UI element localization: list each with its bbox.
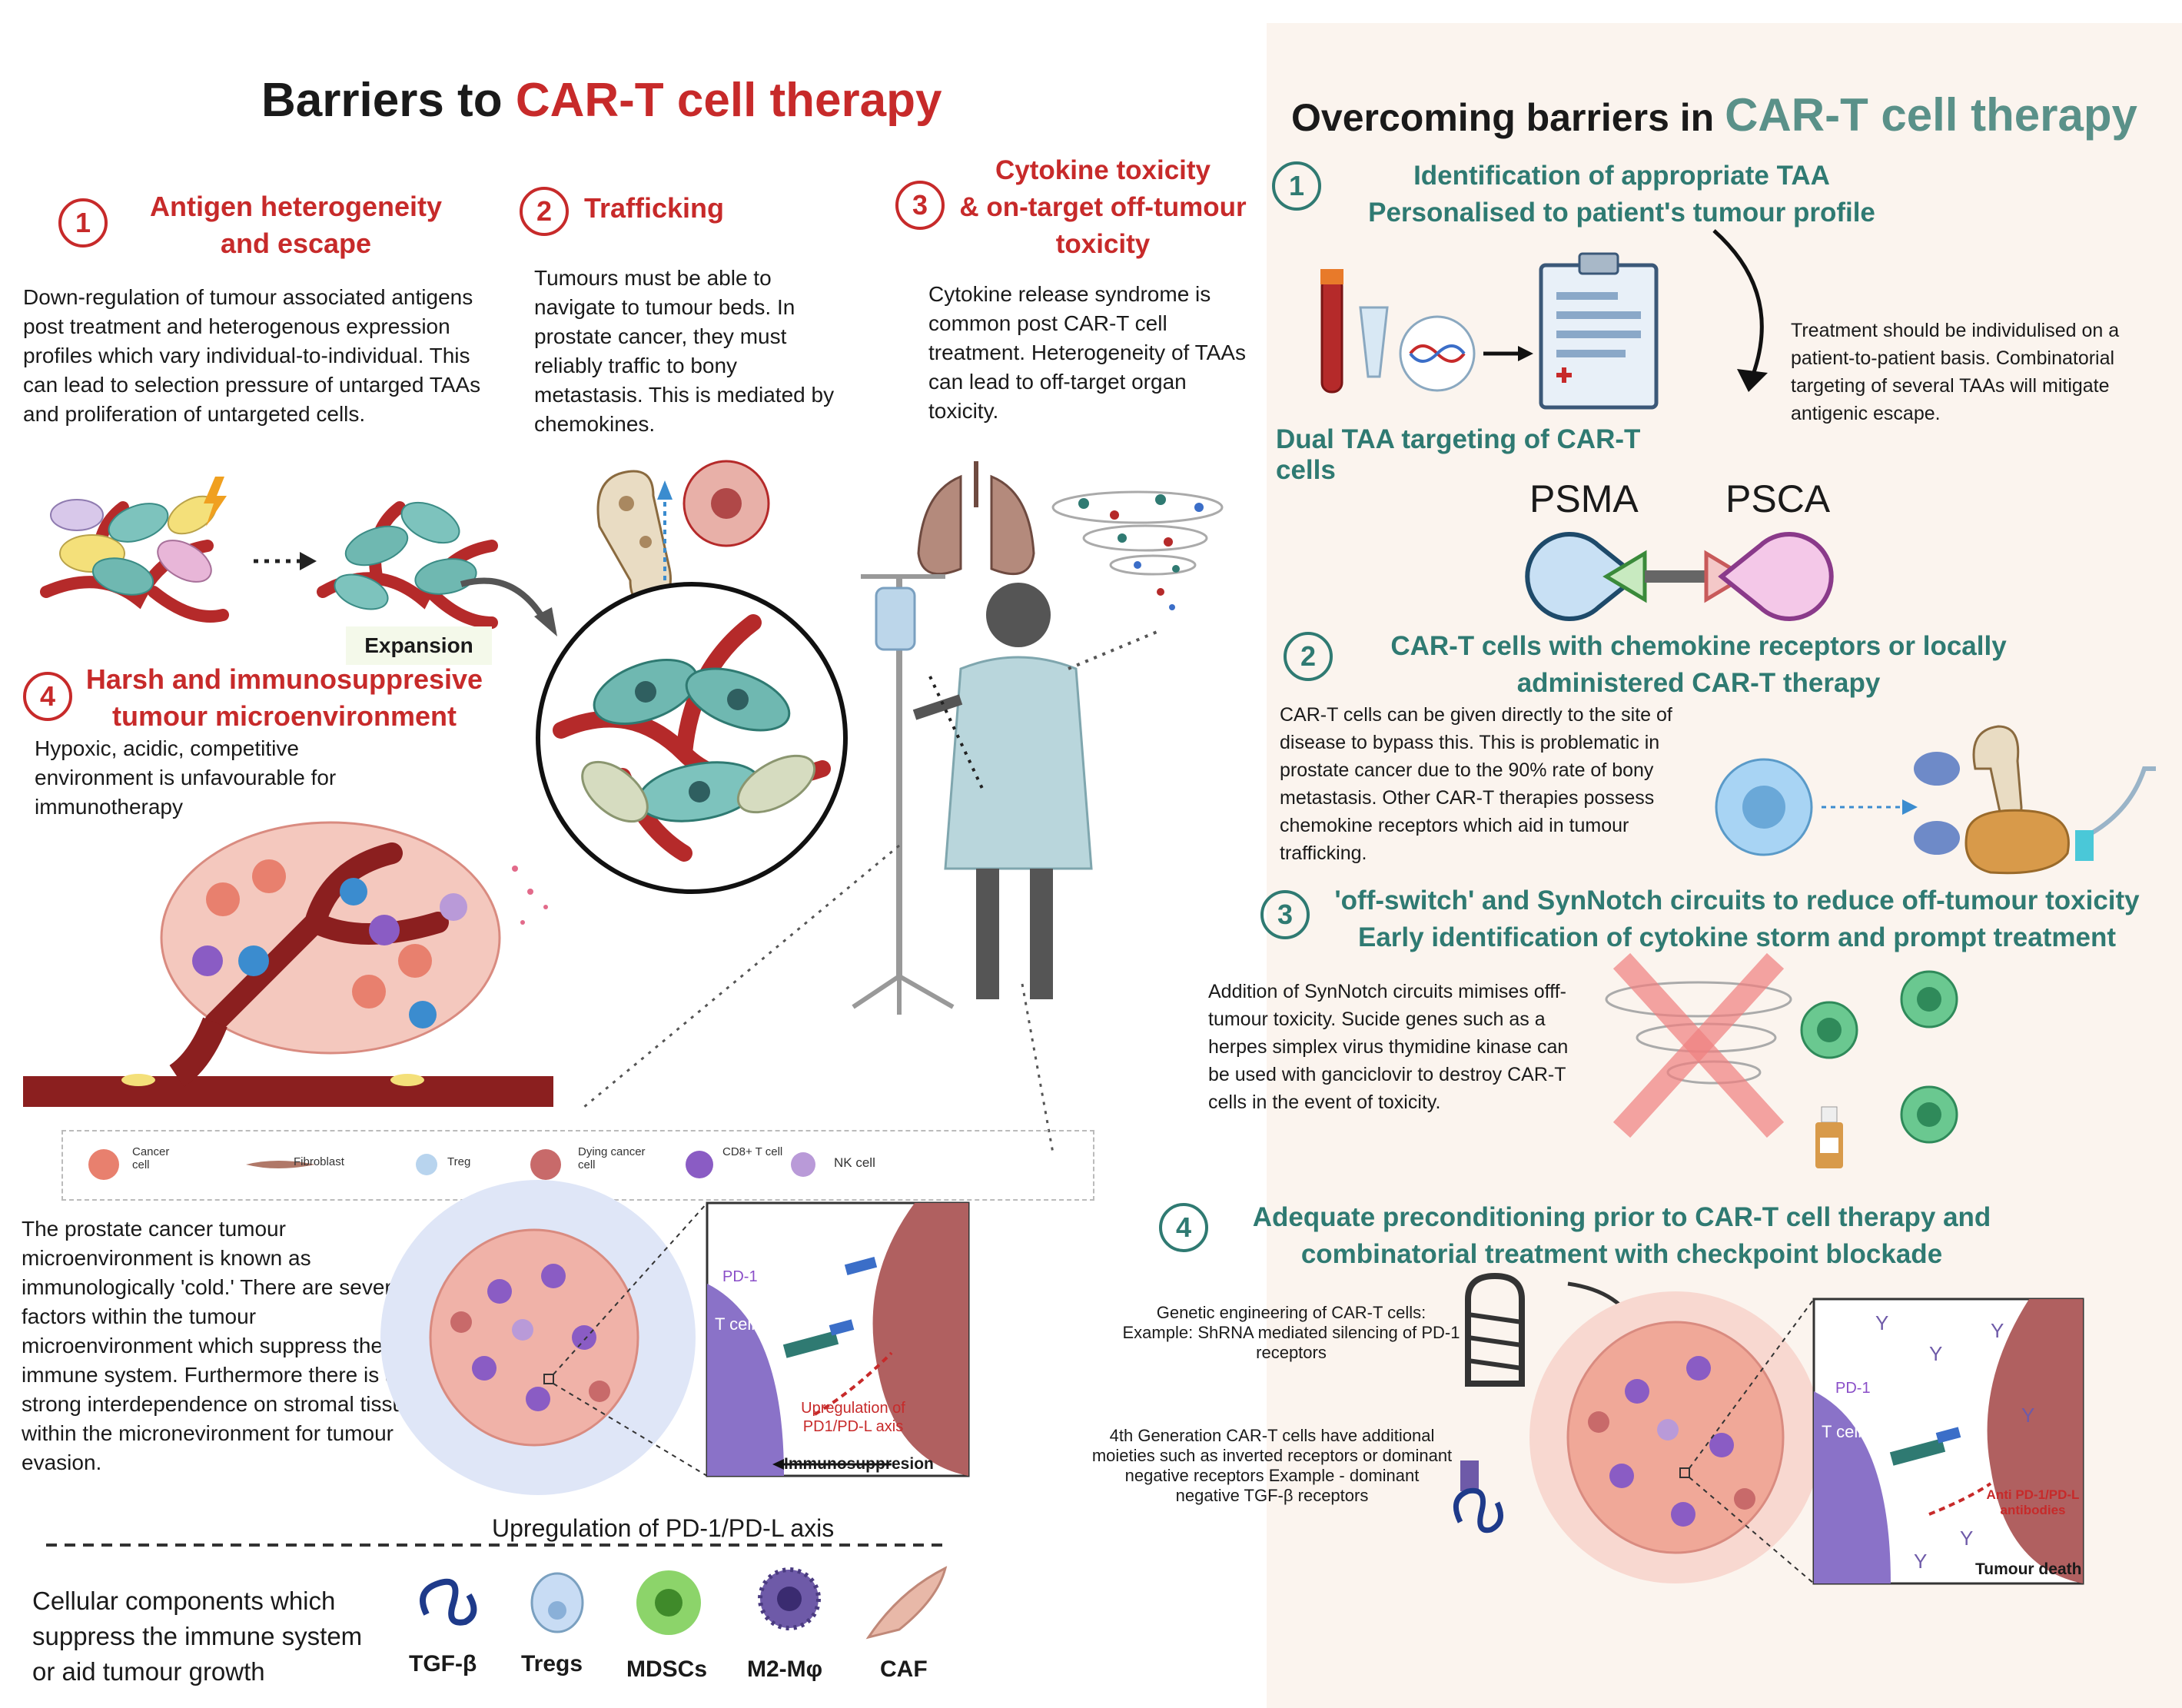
inset-right-tcell-label: T cell [1822,1422,1862,1441]
svg-text:Y: Y [1929,1342,1942,1365]
bone-metastasis-illustration [596,460,770,626]
antigen-psma: PSMA [1529,477,1639,520]
solution-3-number: 3 [1260,890,1310,939]
solution-1-heading-line1: Identification of appropriate TAA [1413,161,1830,191]
svg-text:Y: Y [1914,1550,1927,1573]
inset-immunosuppression-label: Immunosuppresion [784,1455,934,1473]
barrier-2-text: Tumours must be able to navigate to tumo… [534,266,835,436]
barrier-1-text: Down-regulation of tumour associated ant… [23,285,481,426]
components-text: Cellular components which suppress the i… [32,1587,363,1686]
solution-2-heading: CAR-T cells with chemokine receptors or … [1353,628,2044,702]
expansion-arrow [460,577,557,636]
taa-identification-illustration [1320,252,1659,410]
solution-3-heading-line1: 'off-switch' and SynNotch circuits to re… [1334,886,2140,915]
patient-illustration [852,574,1093,1015]
solution-3-heading-line2: Early identification of cytokine storm a… [1358,922,2116,952]
solution-1-text: Treatment should be individulised on a p… [1791,320,2120,424]
legend-cd8-t-cell: CD8+ T cell [722,1145,783,1158]
inset-pd1-label: PD-1 [722,1268,758,1285]
pd1-caption: Upregulation of PD-1/PD-L axis [492,1514,835,1542]
off-switch-illustration [1605,952,1958,1168]
solution-2-number: 2 [1284,632,1333,681]
barrier-1-heading-line1: Antigen heterogeneity [149,191,443,222]
solution-3-text: Addition of SynNotch circuits mimises of… [1208,981,1569,1113]
barrier-1-number: 1 [58,198,108,248]
solution-2-text: CAR-T cells can be given directly to the… [1280,704,1672,864]
anti-pd1-antibodies-label: Anti PD-1/PD-L antibodies [1986,1487,2080,1517]
component-m2-macrophage: M2-Mφ [747,1656,823,1682]
pd1-tumour-illustration [380,1180,970,1495]
solution-2-heading-line1: CAR-T cells with chemokine receptors or … [1390,631,2007,661]
antigen-psca: PSCA [1725,477,1831,520]
tumour-death-label: Tumour death [1975,1560,2082,1578]
component-tregs: Tregs [521,1651,583,1676]
right-title-prefix: Overcoming barriers in [1291,96,1725,139]
solution-4-number: 4 [1159,1203,1208,1252]
dual-taa-label: Dual TAA targeting of CAR-T cells [1276,424,1641,485]
svg-text:Y: Y [2021,1404,2034,1427]
left-title-highlight: CAR-T cell therapy [515,74,942,127]
taa-curved-arrow [1712,229,1768,392]
legend-nk-cell: NK cell [834,1155,875,1170]
heterogeneity-illustration [40,477,498,629]
barrier-3-heading-line2: & on-target off-tumour [959,192,1247,222]
solution-2-heading-line2: administered CAR-T therapy [1516,668,1881,698]
right-title: Overcoming barriers in CAR-T cell therap… [1291,88,2137,141]
solution-4-heading-line1: Adequate preconditioning prior to CAR-T … [1252,1202,1991,1232]
genetic-engineering-text: Genetic engineering of CAR-T cells: Exam… [1122,1303,1460,1362]
tme-paragraph: The prostate cancer tumour microenvironm… [22,1217,417,1474]
barrier-2-heading: Trafficking [584,192,725,224]
components-icons [420,1566,948,1640]
legend-fibroblast: Fibroblast [294,1155,344,1168]
barrier-3-heading: Cytokine toxicity & on-target off-tumour… [953,152,1253,263]
barrier-1-heading: Antigen heterogeneity and escape [131,188,461,262]
legend-dying-cancer-cell: Dying cancer cell [578,1145,646,1171]
svg-text:Y: Y [1960,1527,1973,1550]
solution-1-number: 1 [1272,161,1321,211]
barrier-4-text: Hypoxic, acidic, competitive environment… [35,736,337,819]
svg-text:Y: Y [1875,1311,1888,1334]
legend-treg: Treg [447,1155,471,1168]
barrier-2-number: 2 [520,187,569,236]
tumour-bed-circle [536,582,848,894]
legend-cancer-cell: Cancer cell [132,1145,170,1171]
tumour-microenvironment-illustration [23,821,553,1107]
solution-3-heading: 'off-switch' and SynNotch circuits to re… [1307,882,2167,956]
barrier-3-text: Cytokine release syndrome is common post… [928,282,1246,423]
component-tgf-beta: TGF-β [409,1651,477,1676]
solution-4-heading: Adequate preconditioning prior to CAR-T … [1214,1199,2029,1273]
barrier-3-heading-line1: Cytokine toxicity [995,155,1211,185]
svg-text:Y: Y [1991,1319,2004,1342]
inset-right-pd1-label: PD-1 [1835,1380,1871,1397]
solution-1-heading: Identification of appropriate TAA Person… [1322,158,1921,231]
barrier-3-heading-line3: toxicity [1055,229,1151,259]
barrier-4-heading-line1: Harsh and immunosuppresive [85,663,483,695]
dual-car-illustration [1525,532,1834,621]
left-title-prefix: Barriers to [261,74,516,127]
left-title: Barriers to CAR-T cell therapy [261,73,942,128]
barrier-4-heading: Harsh and immunosuppresive tumour microe… [85,661,484,735]
barrier-3-number: 3 [895,181,945,230]
fourth-generation-text: 4th Generation CAR-T cells have addition… [1091,1426,1453,1505]
inset-upregulation-label: Upregulation of PD1/PD-L axis [801,1400,905,1435]
expansion-label: Expansion [346,626,492,665]
component-mdscs: MDSCs [626,1656,708,1682]
inset-tcell-label: T cell [715,1314,756,1334]
solution-1-heading-line2: Personalised to patient's tumour profile [1368,198,1875,228]
local-administration-illustration [1715,725,2156,875]
barrier-1-heading-line2: and escape [220,228,372,259]
legend-icons [88,1149,815,1180]
cytokine-storm-illustration [917,461,1224,610]
barrier-4-number: 4 [23,672,72,721]
checkpoint-blockade-illustration: Y Y Y Y Y Y [1529,1291,2084,1585]
solution-4-heading-line2: combinatorial treatment with checkpoint … [1300,1239,1943,1269]
component-caf: CAF [880,1656,928,1682]
right-title-highlight: CAR-T cell therapy [1725,89,2137,141]
barrier-4-heading-line2: tumour microenvironment [111,700,457,732]
